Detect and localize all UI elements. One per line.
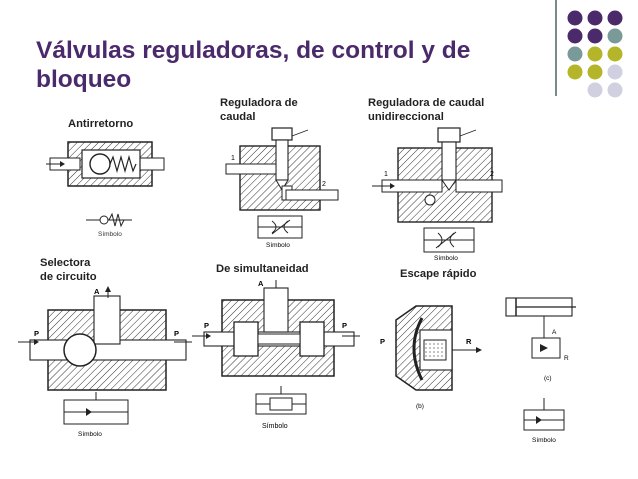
decor-dot [607,82,623,98]
label-simultaneidad: De simultaneidad [216,263,309,275]
port-label-P-right: P [342,321,347,330]
decor-dot [567,46,583,62]
port-label-A: A [94,287,100,296]
label-antirretorno: Antirretorno [68,118,134,130]
figure-selectora: A P P Símbolo [18,286,192,438]
decor-dot [587,10,603,26]
symbol-text: Símbolo [98,231,122,238]
caption-c: (c) [544,375,552,382]
symbol-text: Símbolo [78,431,102,438]
port-label-P-left: P [34,329,39,338]
port-label-1: 1 [231,155,235,162]
port-label-A: A [552,329,557,336]
symbol-text: Símbolo [266,242,290,249]
decor-dot [587,46,603,62]
slide-title: Válvulas reguladoras, de control y de bl… [36,37,471,93]
port-label-P-right: P [174,329,179,338]
decor-dot [587,64,603,80]
port-label-1: 1 [384,171,388,178]
decor-dot [607,46,623,62]
figure-antirretorno: Símbolo [46,141,165,238]
label-selectora: Selectora de circuito [40,257,97,283]
decor-dots [567,10,623,98]
decor-dot [607,10,623,26]
symbol-text: Símbolo [434,255,458,262]
port-label-R-small: R [564,355,569,362]
port-label-P: P [380,337,385,346]
decor-dot [567,64,583,80]
decor-dot [607,28,623,44]
port-label-R: R [466,337,472,346]
decor-dot [587,82,603,98]
figure-reguladora-unidireccional: 1 2 Símbolo [372,127,503,262]
label-reguladora-unidireccional: Reguladora de caudal unidireccional [368,97,485,123]
decor-dot [567,28,583,44]
symbol-text: Símbolo [532,437,556,444]
port-label-P-left: P [204,321,209,330]
figure-escape-rapido: P R (b) A R (c) Símbolo [380,297,576,444]
label-escape-rapido: Escape rápido [400,268,477,280]
decor-divider [555,0,557,96]
figure-reguladora-caudal: 1 2 Símbolo [225,127,339,249]
label-reguladora-caudal: Reguladora de caudal [220,97,298,123]
figure-simultaneidad: A P P Símbolo [192,279,360,430]
decor-dot [587,28,603,44]
symbol-text: Símbolo [262,423,288,430]
decor-dot [607,64,623,80]
decor-dot [567,10,583,26]
port-label-2: 2 [490,171,494,178]
caption-b: (b) [416,403,424,410]
port-label-A: A [258,279,264,288]
port-label-2: 2 [322,181,326,188]
